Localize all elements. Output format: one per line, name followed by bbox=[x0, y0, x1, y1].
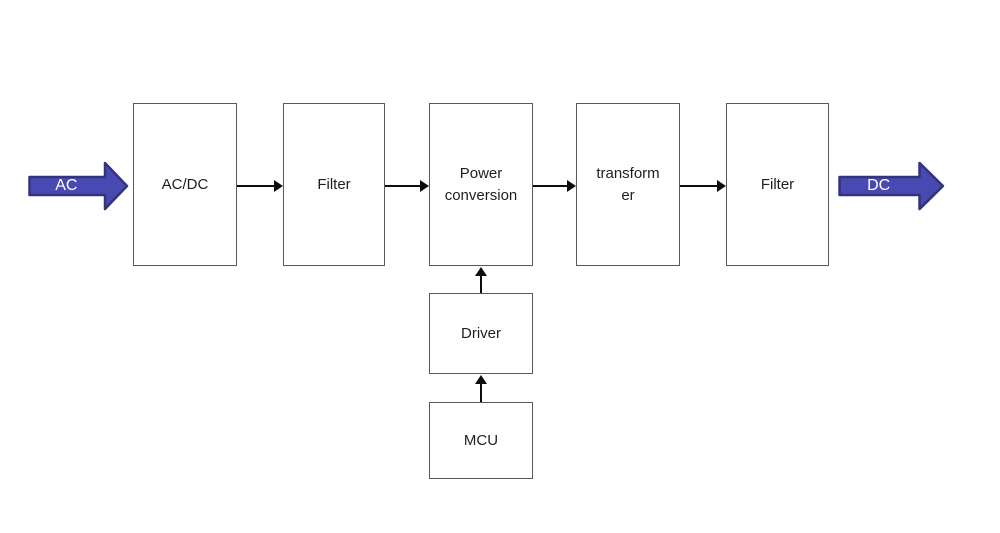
connector-arrow-power-to-transformer bbox=[533, 180, 576, 192]
node-acdc: AC/DC bbox=[133, 103, 237, 266]
node-driver-label: Driver bbox=[461, 324, 501, 342]
node-mcu: MCU bbox=[429, 402, 533, 479]
connector-shaft bbox=[237, 185, 276, 187]
connector-arrow-transformer-to-filter bbox=[680, 180, 726, 192]
arrowhead-right-icon bbox=[420, 180, 429, 192]
dc-output-block-arrow: DC bbox=[838, 160, 945, 212]
node-filter-input: Filter bbox=[283, 103, 385, 266]
arrowhead-up-icon bbox=[475, 375, 487, 384]
node-filter-output-label: Filter bbox=[760, 175, 795, 193]
arrowhead-right-icon bbox=[567, 180, 576, 192]
node-filter-output: Filter bbox=[726, 103, 829, 266]
node-acdc-label: AC/DC bbox=[161, 175, 209, 193]
node-driver: Driver bbox=[429, 293, 533, 374]
connector-arrow-driver-to-power bbox=[475, 267, 487, 293]
arrowhead-right-icon bbox=[274, 180, 283, 192]
connector-shaft bbox=[533, 185, 569, 187]
ac-arrow-label: AC bbox=[55, 177, 78, 194]
right-block-arrow-icon bbox=[28, 161, 129, 211]
connector-shaft bbox=[480, 274, 482, 293]
connector-shaft bbox=[480, 382, 482, 402]
connector-shaft bbox=[680, 185, 719, 187]
arrowhead-up-icon bbox=[475, 267, 487, 276]
right-block-arrow-icon bbox=[838, 161, 945, 211]
node-mcu-label: MCU bbox=[463, 431, 499, 449]
node-transformer-label: transform er bbox=[596, 164, 660, 204]
node-power-conversion: Power conversion bbox=[429, 103, 533, 266]
node-filter-input-label: Filter bbox=[317, 175, 351, 193]
connector-arrow-mcu-to-driver bbox=[475, 375, 487, 402]
node-power-conversion-label: Power conversion bbox=[444, 164, 518, 204]
node-transformer: transform er bbox=[576, 103, 680, 266]
dc-arrow-label: DC bbox=[867, 177, 891, 194]
connector-arrow-acdc-to-filter bbox=[237, 180, 283, 192]
connector-arrow-filter-to-power bbox=[385, 180, 429, 192]
arrowhead-right-icon bbox=[717, 180, 726, 192]
ac-input-block-arrow: AC bbox=[28, 160, 129, 212]
connector-shaft bbox=[385, 185, 422, 187]
